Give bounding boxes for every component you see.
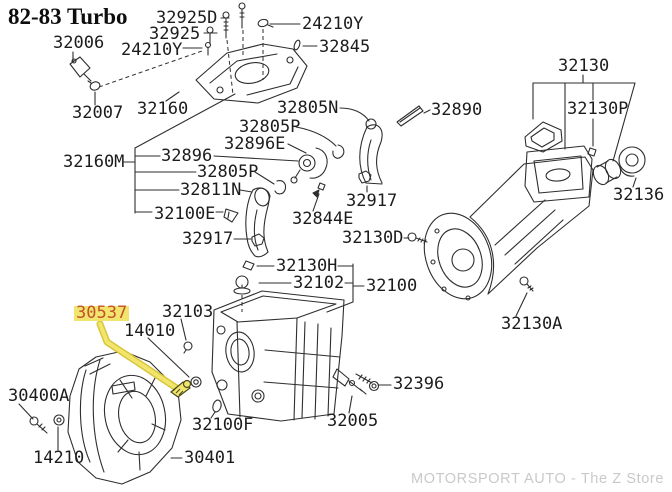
part-label-32005: 32005 [327, 411, 379, 431]
part-label-32100f: 32100F [192, 415, 254, 435]
plug-32100e [223, 208, 239, 223]
pin-32844e [317, 182, 326, 191]
striking-rod-32005 [332, 368, 367, 395]
washer-14210 [53, 414, 65, 426]
breather-32102 [233, 275, 251, 295]
part-label-14010: 14010 [124, 321, 176, 341]
shift-lever-32896e [290, 147, 328, 184]
cover-screw-32925 [206, 26, 214, 45]
leader-lines [18, 17, 637, 459]
part-label-30537-highlighted: 30537 [74, 303, 130, 323]
shift-fork-32805n [359, 118, 383, 185]
part-label-30400a: 30400A [8, 386, 70, 406]
check-plug-32396 [355, 373, 380, 392]
part-label-32100: 32100 [366, 276, 418, 296]
speedo-pinion-bolt-30537 [170, 379, 192, 398]
clip-24210y-right [257, 18, 274, 28]
gasket-pad-32130 [524, 121, 563, 153]
nut-32917-lower [251, 233, 265, 247]
plug-32100f [212, 399, 222, 413]
pin-32130-small [587, 147, 597, 157]
part-label-32925d: 32925D [156, 8, 218, 28]
part-label-32396: 32396 [393, 374, 445, 394]
part-label-32845: 32845 [319, 37, 371, 57]
switch-32006 [69, 56, 92, 82]
part-label-32805n: 32805N [277, 98, 339, 118]
part-label-32896: 32896 [161, 146, 213, 166]
snap-clip-32805p-upper [332, 144, 345, 159]
bell-housing-30401 [67, 350, 182, 485]
part-label-32805p-upper: 32805P [239, 117, 301, 137]
part-label-32130h: 32130H [276, 256, 338, 276]
part-label-32100e: 32100E [154, 204, 216, 224]
bolt-30400a [29, 416, 48, 434]
bolt-32130d [407, 232, 428, 244]
shift-cover-32160 [195, 43, 308, 104]
watermark: MOTORSPORT AUTO - The Z Store [411, 471, 664, 487]
bearing-32136 [618, 146, 646, 177]
part-label-32890: 32890 [431, 100, 483, 120]
grommet-14010 [190, 376, 202, 388]
bolt-32130a [519, 276, 534, 292]
part-label-32917-upper: 32917 [346, 191, 398, 211]
part-label-32130: 32130 [558, 56, 610, 76]
bushing-32130p [592, 158, 622, 186]
part-label-32896e: 32896E [224, 134, 286, 154]
part-label-30401: 30401 [184, 448, 236, 468]
highlight-30537 [96, 320, 192, 398]
part-label-32130a: 32130A [501, 314, 563, 334]
part-label-32006: 32006 [53, 33, 105, 53]
screw-24210y-left [204, 41, 212, 56]
snap-clip-32805p-lower [274, 180, 287, 195]
part-label-32136: 32136 [613, 185, 665, 205]
part-label-14210: 14210 [33, 448, 85, 468]
pin-32130h [242, 260, 255, 271]
part-label-32130p: 32130P [567, 99, 629, 119]
part-label-32103: 32103 [162, 302, 214, 322]
part-label-32925: 32925 [149, 24, 201, 44]
main-gear-case-32100 [211, 290, 345, 422]
clip-32007 [87, 80, 101, 91]
part-label-32160: 32160 [137, 99, 189, 119]
part-label-32805p-lower: 32805P [197, 162, 259, 182]
part-label-32917-lower: 32917 [182, 229, 234, 249]
part-label-32160m: 32160M [63, 152, 125, 172]
diagram-title: 82-83 Turbo [8, 4, 128, 29]
part-label-32007: 32007 [72, 103, 124, 123]
part-label-32844e: 32844E [292, 209, 354, 229]
rear-extension-housing-32130 [423, 145, 594, 301]
part-label-24210y-left: 24210Y [121, 40, 183, 60]
striker-rod-32890 [396, 105, 424, 127]
part-label-32130d: 32130D [342, 228, 404, 248]
cover-bolt-32925d [222, 2, 246, 39]
shift-fork-32811n [245, 187, 271, 258]
nut-32917-upper [358, 170, 372, 184]
part-label-32102: 32102 [293, 273, 345, 293]
part-label-32811n: 32811N [180, 180, 242, 200]
part-label-24210y-right: 24210Y [302, 14, 364, 34]
pin-32103 [183, 341, 193, 354]
pin-32845 [293, 39, 301, 51]
